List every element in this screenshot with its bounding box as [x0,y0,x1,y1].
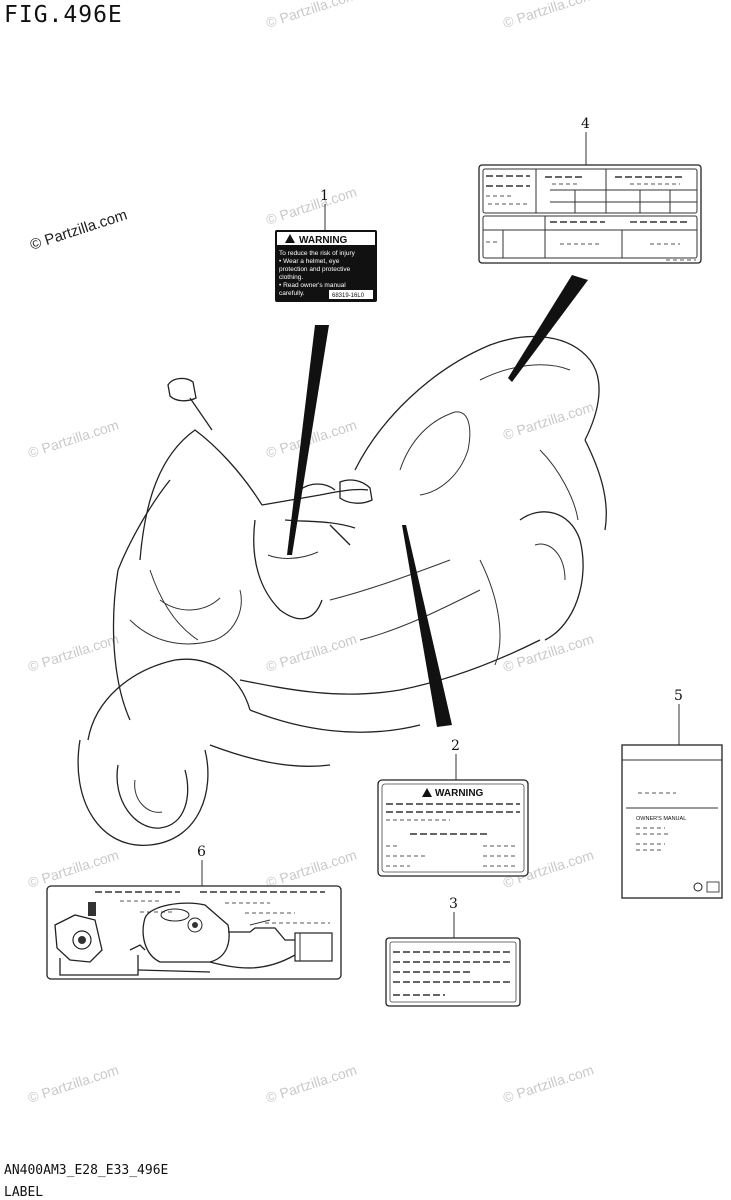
watermark: © Partzilla.com [501,398,596,442]
watermark: © Partzilla.com [264,846,359,890]
callout-1: 1 [320,188,329,204]
callout-4: 4 [581,116,590,132]
label-4-info [478,164,702,264]
label-6-hose-routing [46,885,342,980]
label-1-part-code: 68319-16L0 [332,293,365,299]
label-1-heading: WARNING [299,235,348,246]
watermark: © Partzilla.com [26,846,121,890]
label-1-line: clothing. [279,274,303,281]
callout-6: 6 [197,844,206,860]
scooter-illustration [77,335,607,846]
callout-3: 3 [449,896,458,912]
watermark: © Partzilla.com [264,0,359,31]
pointer-label-2 [402,525,452,727]
label-2-heading: WARNING [435,788,484,799]
watermark: © Partzilla.com [264,183,359,227]
label-2-warning: WARNING [377,779,529,877]
watermark: © Partzilla.com [264,630,359,674]
label-1-line: carefully. [279,290,305,297]
watermark-main: © Partzilla.com [28,206,129,253]
callout-5: 5 [674,688,683,704]
callouts: 1 2 3 4 5 6 [197,116,683,938]
watermark: © Partzilla.com [501,630,596,674]
label-1-line: • Wear a helmet, eye [279,258,340,265]
watermark: © Partzilla.com [264,1061,359,1105]
label-3 [385,937,521,1007]
figure-title: FIG.496E [4,2,123,28]
watermark: © Partzilla.com [501,0,596,31]
watermark: © Partzilla.com [26,1061,121,1105]
figure-name: LABEL [4,1185,44,1200]
label-1-line: • Read owner's manual [279,282,346,289]
label-1-line: protection and protective [279,266,351,273]
owners-manual-booklet: OWNER'S MANUAL [621,744,723,899]
watermark: © Partzilla.com [501,1061,596,1105]
watermark: © Partzilla.com [26,416,121,460]
watermark: © Partzilla.com [26,630,121,674]
manual-title: OWNER'S MANUAL [636,816,686,822]
pointer-label-1 [287,325,329,555]
label-1-line: To reduce the risk of injury [279,250,356,257]
label-1-warning: WARNING To reduce the risk of injury • W… [275,230,377,302]
figure-code: AN400AM3_E28_E33_496E [4,1163,169,1178]
callout-2: 2 [451,738,460,754]
pointer-label-4 [508,275,588,382]
